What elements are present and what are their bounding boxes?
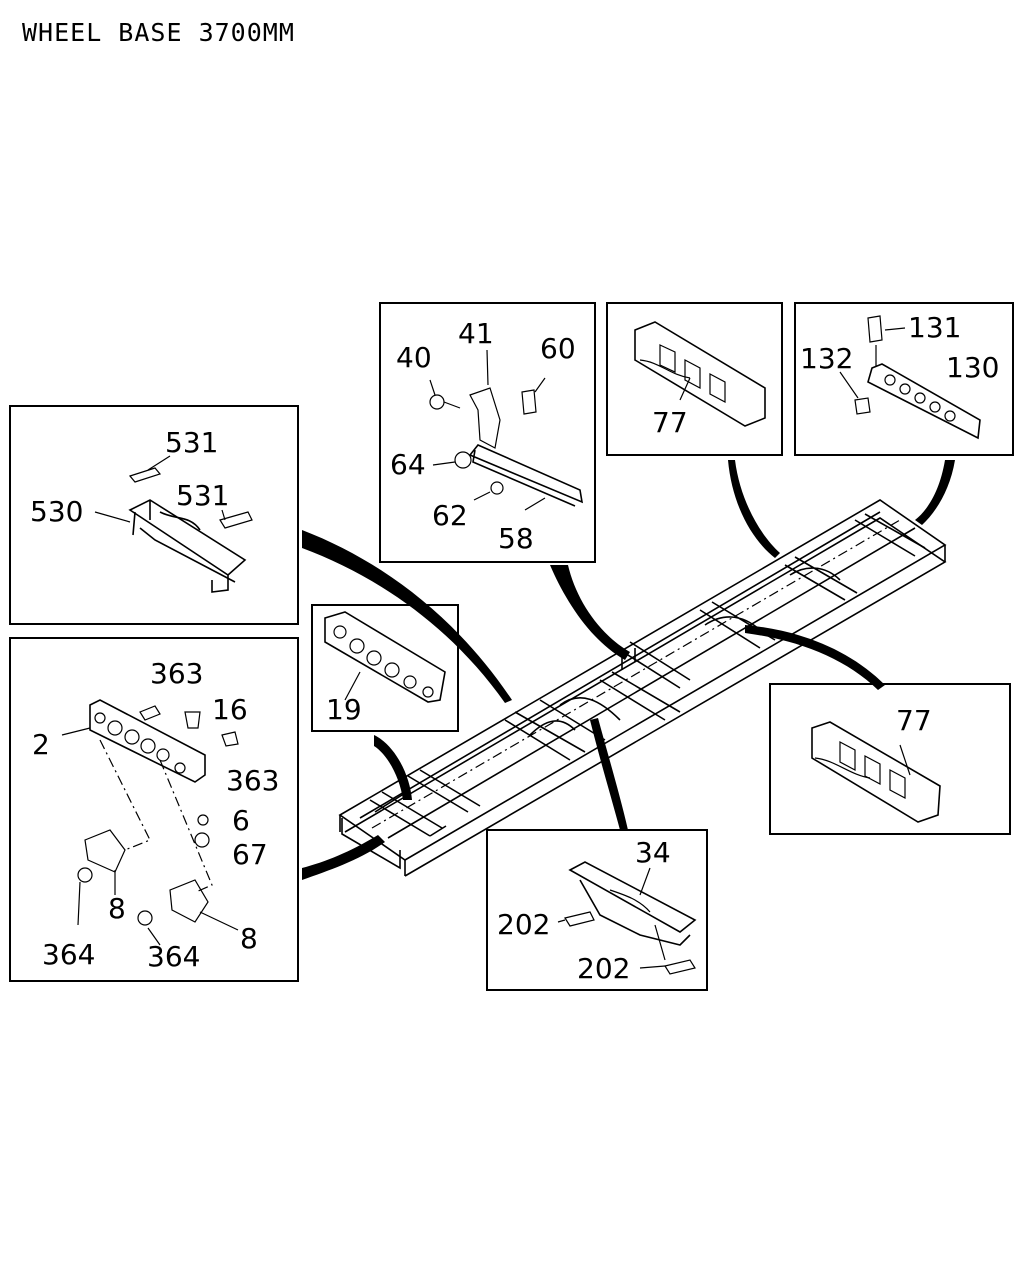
box-crossmember-530 [9, 405, 299, 625]
callout-2: 2 [32, 728, 50, 761]
callout-531-a: 531 [165, 426, 218, 459]
callout-62: 62 [432, 499, 468, 532]
callout-8-b: 8 [240, 922, 258, 955]
callout-64: 64 [390, 448, 426, 481]
box-member-130 [794, 302, 1014, 456]
callout-77-right: 77 [896, 704, 932, 737]
callout-77-top: 77 [652, 406, 688, 439]
callout-8-a: 8 [108, 892, 126, 925]
callout-6: 6 [232, 804, 250, 837]
callout-202-b: 202 [577, 952, 630, 985]
callout-530: 530 [30, 495, 83, 528]
leader-arcs [302, 460, 955, 880]
callout-16: 16 [212, 693, 248, 726]
chassis-frame [338, 499, 947, 877]
callout-202-a: 202 [497, 908, 550, 941]
box-crossmember-77-top [606, 302, 783, 456]
callout-labels: 531 531 530 363 16 2 363 6 67 8 364 364 … [30, 311, 999, 985]
box-crossmember-19 [311, 604, 459, 732]
box-bracket-41 [379, 302, 596, 563]
diagram-title: WHEEL BASE 3700MM [22, 18, 295, 47]
callout-131: 131 [908, 311, 961, 344]
box-crossmember-77-right [769, 683, 1011, 835]
callout-60: 60 [540, 332, 576, 365]
callout-364-b: 364 [147, 940, 200, 973]
callout-363-a: 363 [150, 657, 203, 690]
callout-67: 67 [232, 838, 268, 871]
callout-132: 132 [800, 342, 853, 375]
callout-19: 19 [326, 693, 362, 726]
callout-363-b: 363 [226, 764, 279, 797]
box-crossmember-34 [486, 829, 708, 991]
callout-130: 130 [946, 351, 999, 384]
callout-40: 40 [396, 341, 432, 374]
callout-364-a: 364 [42, 938, 95, 971]
box-crossmember-2 [9, 637, 299, 982]
callout-58: 58 [498, 522, 534, 555]
callout-34: 34 [635, 836, 671, 869]
callout-41: 41 [458, 317, 494, 350]
callout-531-b: 531 [176, 479, 229, 512]
